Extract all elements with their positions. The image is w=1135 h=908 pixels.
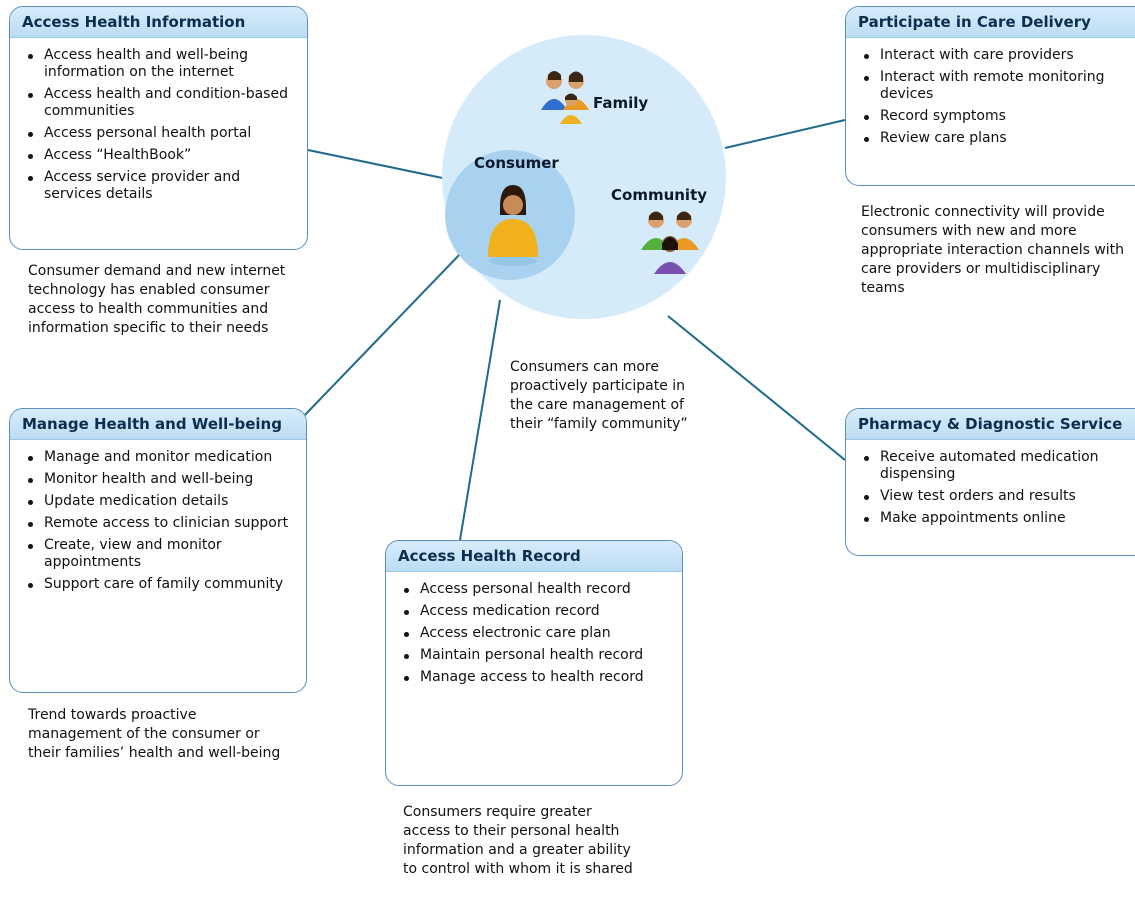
list-item: Monitor health and well-being — [26, 471, 296, 488]
list-item: View test orders and results — [862, 488, 1125, 505]
list-item: Update medication details — [26, 493, 296, 510]
box-title: Manage Health and Well-being — [10, 409, 306, 440]
list-item: Access medication record — [402, 603, 672, 620]
list-item: Maintain personal health record — [402, 647, 672, 664]
item-list: Access health and well-being information… — [10, 38, 307, 214]
access-health-information-box: Access Health Information Access health … — [9, 6, 308, 250]
connector-care-delivery — [724, 119, 846, 149]
list-item: Access health and well-being information… — [26, 47, 297, 81]
list-item: Receive automated medication dispensing — [862, 449, 1125, 483]
box-title: Access Health Record — [386, 541, 682, 572]
list-item: Make appointments online — [862, 510, 1125, 527]
box-title: Access Health Information — [10, 7, 307, 38]
box-title: Pharmacy & Diagnostic Service — [846, 409, 1135, 440]
connector-access-info — [307, 149, 453, 181]
participate-care-delivery-box: Participate in Care Delivery Interact wi… — [845, 6, 1135, 186]
consumer-label: Consumer — [474, 154, 559, 172]
family-icon — [538, 68, 596, 130]
pharmacy-diagnostic-box: Pharmacy & Diagnostic Service Receive au… — [845, 408, 1135, 556]
list-item: Manage and monitor medication — [26, 449, 296, 466]
list-item: Access personal health portal — [26, 125, 297, 142]
community-label: Community — [611, 186, 708, 204]
connector-health-record — [459, 299, 501, 541]
item-list: Manage and monitor medication Monitor he… — [10, 440, 306, 604]
list-item: Support care of family community — [26, 576, 296, 593]
list-item: Access personal health record — [402, 581, 672, 598]
access-info-note: Consumer demand and new internet technol… — [28, 263, 286, 336]
list-item: Access service provider and services det… — [26, 169, 297, 203]
list-item: Review care plans — [862, 130, 1125, 147]
access-health-record-box: Access Health Record Access personal hea… — [385, 540, 683, 786]
item-list: Access personal health record Access med… — [386, 572, 682, 697]
care-delivery-note: Electronic connectivity will provide con… — [861, 204, 1125, 296]
manage-health-note: Trend towards proactive management of th… — [28, 707, 281, 761]
consumer-person-icon — [486, 183, 540, 271]
list-item: Interact with remote monitoring devices — [862, 69, 1125, 103]
manage-health-box: Manage Health and Well-being Manage and … — [9, 408, 307, 693]
item-list: Interact with care providers Interact wi… — [846, 38, 1135, 158]
box-title: Participate in Care Delivery — [846, 7, 1135, 38]
connector-pharmacy — [667, 315, 846, 461]
list-item: Access electronic care plan — [402, 625, 672, 642]
list-item: Remote access to clinician support — [26, 515, 296, 532]
list-item: Manage access to health record — [402, 669, 672, 686]
item-list: Receive automated medication dispensing … — [846, 440, 1135, 538]
family-label: Family — [593, 94, 649, 112]
list-item: Access health and condition-based commun… — [26, 86, 297, 120]
health-record-note: Consumers require greater access to thei… — [403, 804, 633, 877]
connector-manage-health — [301, 251, 463, 419]
community-icon — [640, 208, 700, 282]
list-item: Interact with care providers — [862, 47, 1125, 64]
list-item: Access “HealthBook” — [26, 147, 297, 164]
list-item: Record symptoms — [862, 108, 1125, 125]
list-item: Create, view and monitor appointments — [26, 537, 296, 571]
center-note: Consumers can more proactively participa… — [510, 359, 688, 432]
